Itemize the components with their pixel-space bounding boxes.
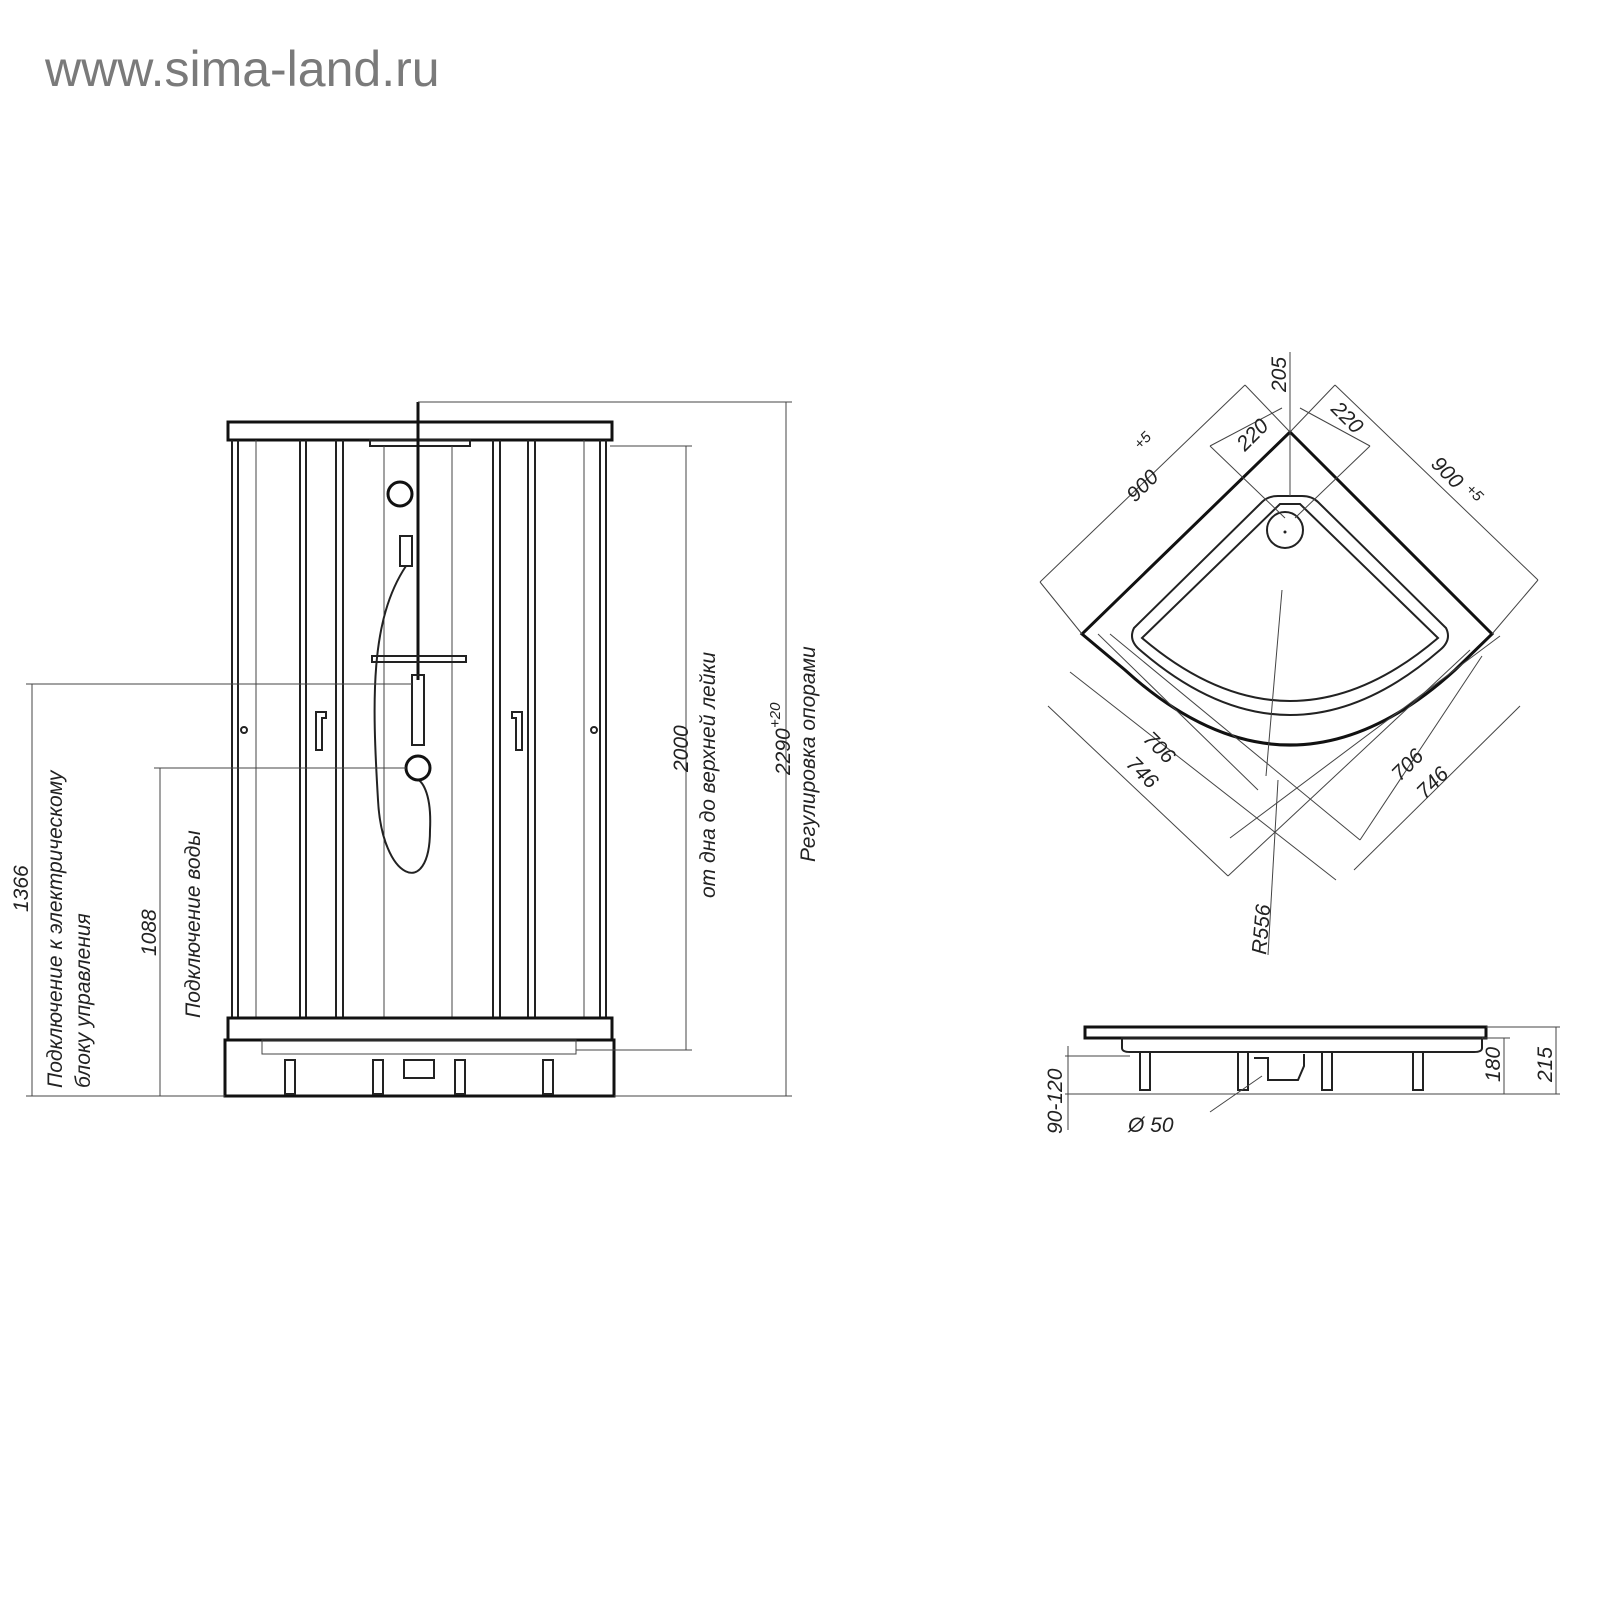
dim-water-note: Подключение воды	[182, 830, 205, 1018]
dim-radius: R556	[1248, 903, 1275, 955]
dim-total-height-tolerance: +20	[767, 702, 784, 728]
shower-hose	[373, 565, 432, 874]
tray-legs	[1139, 1051, 1424, 1091]
cabin-frame-posts	[231, 440, 607, 1018]
dim-drain-diameter: Ø 50	[1127, 1114, 1174, 1137]
dim-side-right-tolerance: +5	[1462, 481, 1487, 506]
tray-basin-inner	[1140, 503, 1440, 702]
dim-total-tray-height: 215	[1534, 1047, 1557, 1083]
dim-leg-height: 90-120	[1044, 1068, 1067, 1134]
door-roller	[240, 726, 248, 734]
dim-water: 1088	[138, 909, 161, 956]
dim-head-height-note: от дна до верхней лейки	[697, 652, 720, 898]
shower-tray-side-view: 90-120 180 215 Ø 50	[1044, 1025, 1560, 1137]
drain-hole	[1266, 511, 1304, 549]
drain-siphon	[1254, 1054, 1305, 1081]
tray-outline	[1079, 429, 1495, 747]
dim-head-height: 2000	[670, 725, 693, 773]
dim-total-height: 2290	[772, 728, 795, 776]
hand-shower-head	[386, 480, 414, 508]
hand-shower-holder	[399, 535, 413, 567]
dim-tray-height: 180	[1482, 1047, 1505, 1082]
site-watermark-url: www.sima-land.ru	[45, 41, 440, 97]
door-handle-left	[315, 711, 327, 751]
top-dimension-lines	[1039, 352, 1539, 956]
front-dimension-lines	[26, 401, 792, 1097]
shower-tray	[226, 1016, 614, 1042]
dim-electric-note-2: блоку управления	[72, 913, 95, 1088]
tray-rim	[1083, 1025, 1488, 1040]
control-panel	[411, 674, 425, 746]
rain-shower-head	[369, 439, 471, 447]
dim-drain-depth: 205	[1268, 357, 1291, 393]
dim-drain-right: 220	[1326, 397, 1368, 439]
dim-total-height-note: Регулировка опорами	[797, 646, 820, 862]
shelf	[371, 655, 467, 663]
tray-apron	[223, 1038, 616, 1098]
dim-electric-note-1: Подключение к электрическому	[44, 769, 67, 1088]
shower-cabin-front-view: 2290 +20 Регулировка опорами 2000 от дна…	[10, 401, 820, 1098]
dim-drain-left: 220	[1232, 414, 1274, 456]
side-dimension-lines	[1065, 1026, 1560, 1130]
tray-legs	[284, 1059, 554, 1095]
cabin-roof	[226, 420, 614, 442]
mixer-knob	[404, 754, 432, 782]
drain-center	[1283, 530, 1287, 534]
drain-siphon	[403, 1059, 435, 1079]
tray-basin-outer	[1131, 495, 1449, 716]
dim-side-left-tolerance: +5	[1131, 428, 1156, 453]
dim-side-left: 900	[1122, 465, 1163, 506]
tray-body	[1121, 1037, 1483, 1053]
door-handle-right	[511, 711, 523, 751]
door-roller	[590, 726, 598, 734]
dim-side-right: 900	[1426, 452, 1467, 493]
dim-electric: 1366	[10, 865, 33, 912]
shower-tray-top-view: 900 +5 900 +5 220 220 205 706 746 706 74…	[1039, 352, 1539, 956]
tray-bottom	[261, 1039, 577, 1055]
